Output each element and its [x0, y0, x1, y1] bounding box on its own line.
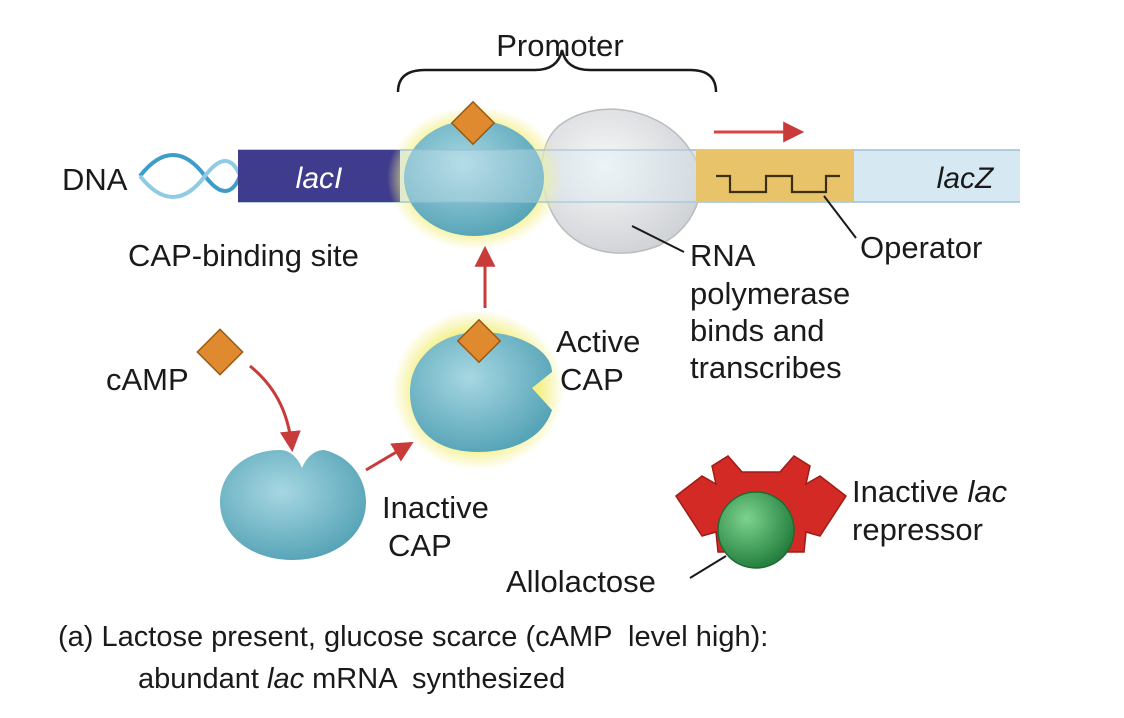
allolactose-label: Allolactose: [506, 564, 656, 599]
repressor-label-italic: lac: [967, 474, 1007, 509]
lacI-gene-block: [238, 150, 400, 202]
rna-label-line3: binds and: [690, 313, 824, 348]
bound-camp-diamond: [450, 100, 496, 146]
active-cap-label-line1: Active: [556, 324, 640, 359]
active-cap-label-line2: CAP: [560, 362, 624, 397]
inactive-cap-protein: [220, 450, 366, 560]
lacI-gene-label: lacI: [296, 162, 343, 195]
inactive-cap-label-line2: CAP: [388, 528, 452, 563]
caption-line1: (a) Lactose present, glucose scarce (cAM…: [58, 621, 768, 653]
rna-label-line2: polymerase: [690, 276, 850, 311]
operator-pointer: [823, 195, 857, 239]
camp-to-cap-arrow: [249, 364, 301, 453]
repressor-label-line1: Inactive lac: [852, 474, 1008, 509]
repressor-label-prefix: Inactive: [852, 474, 967, 509]
active-cap-protein: [410, 332, 552, 452]
active-camp-diamond: [456, 318, 502, 364]
promoter-brace: [396, 49, 718, 93]
caption-line2-prefix: abundant: [138, 663, 267, 695]
dna-overlay: [400, 150, 696, 202]
caption-line2: abundant lac mRNA synthesized: [118, 663, 577, 695]
rna-polymerase-pointer: [631, 225, 685, 253]
free-camp-diamond: [196, 328, 244, 376]
operator-label: Operator: [860, 230, 982, 265]
lacZ-gene-label: lacZ: [937, 162, 995, 195]
inactive-cap-label-line1: Inactive: [382, 490, 489, 525]
allolactose-molecule: [717, 491, 795, 569]
dna-label: DNA: [62, 162, 128, 197]
inactive-to-active-arrow: [365, 441, 414, 472]
allolactose-pointer: [689, 555, 727, 579]
repressor-label-line2: repressor: [852, 512, 983, 547]
camp-label: cAMP: [106, 362, 189, 397]
caption-line2-suffix: mRNA synthesized: [304, 663, 565, 695]
caption-line2-italic: lac: [267, 663, 305, 695]
dna-helix: [138, 153, 242, 199]
rna-label-line1: RNA: [690, 238, 756, 273]
cap-binding-site-label: CAP-binding site: [128, 238, 359, 273]
operator-notches: [716, 174, 840, 194]
bound-cap-protein: [404, 120, 544, 236]
rna-label-line4: transcribes: [690, 350, 842, 385]
